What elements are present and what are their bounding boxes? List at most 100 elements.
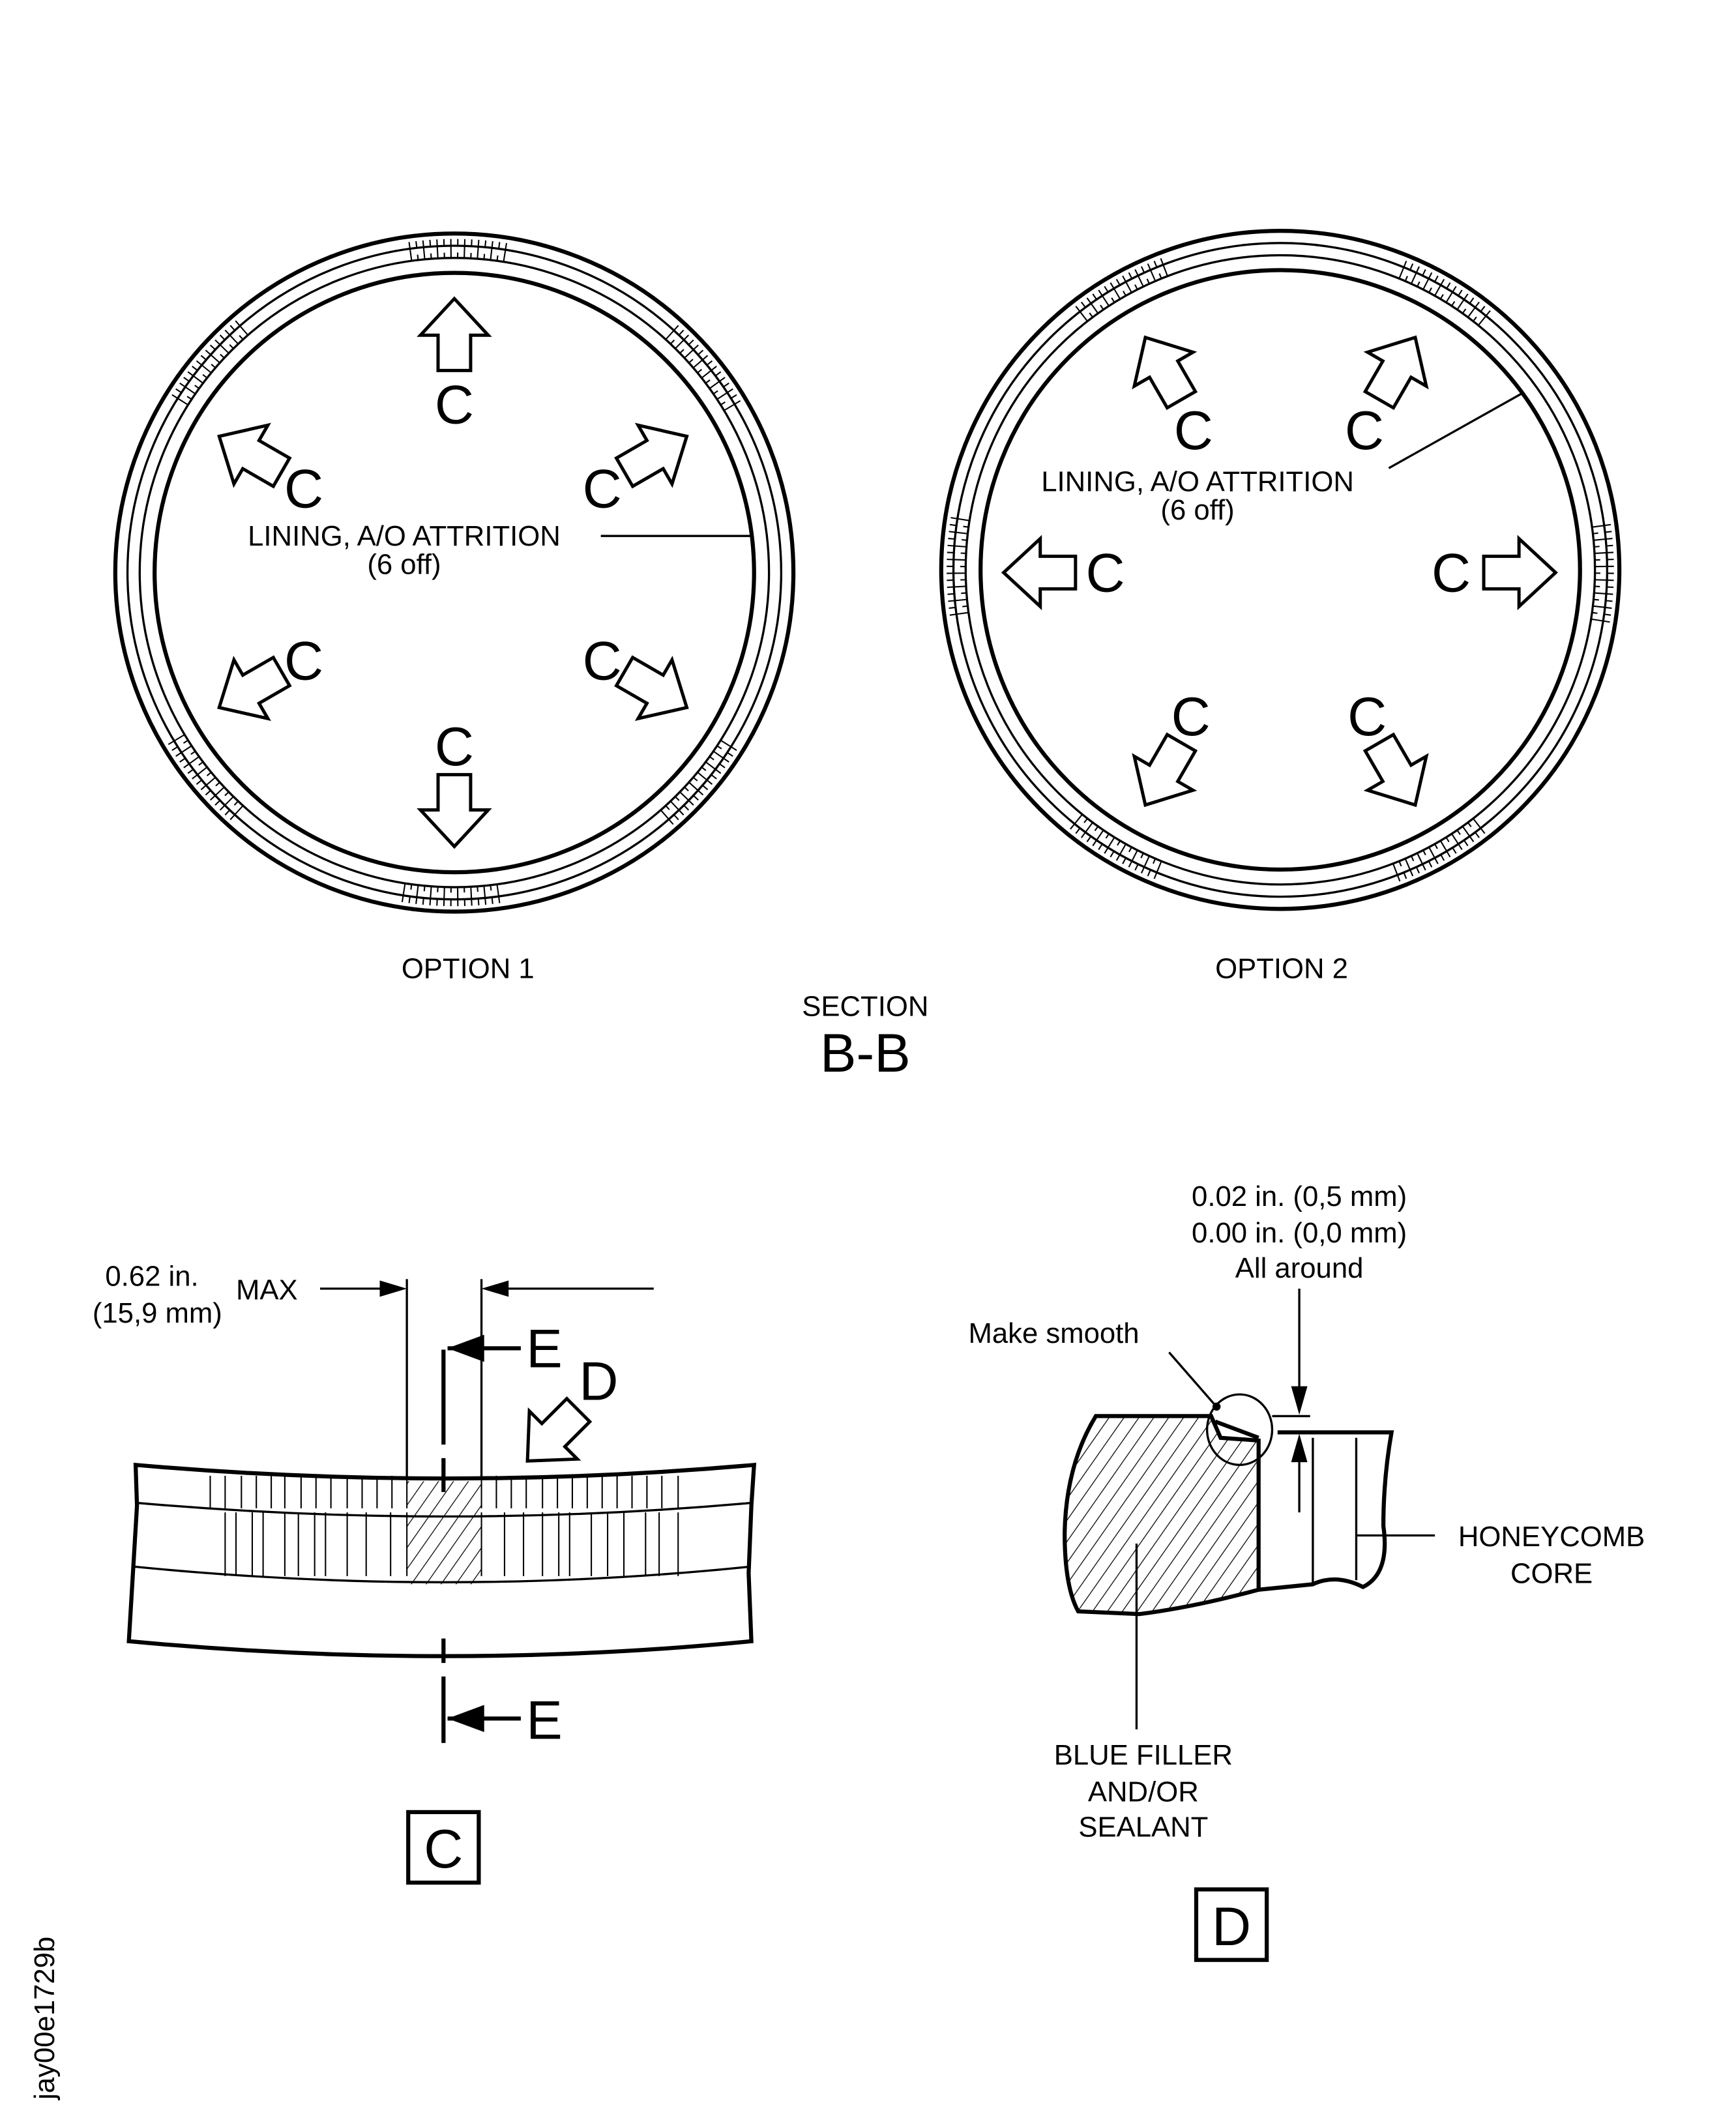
lining-segment-tick bbox=[1593, 605, 1606, 608]
lining-segment-tick bbox=[709, 381, 720, 389]
lining-segment-tick bbox=[1156, 860, 1162, 873]
lining-segment-tick bbox=[175, 752, 182, 757]
view-mark-d: D bbox=[579, 1351, 618, 1411]
arrow-label-c: C bbox=[435, 716, 474, 777]
lining-segment-tick bbox=[697, 368, 703, 374]
lining-segment-tick bbox=[713, 390, 718, 395]
lining-segment-tick bbox=[1128, 860, 1133, 868]
section-arrow-icon bbox=[1004, 538, 1076, 606]
tolerance-line1: 0.02 in. (0,5 mm) bbox=[1192, 1181, 1407, 1212]
lining-segment-tick bbox=[1085, 822, 1094, 833]
lining-segment-tick bbox=[957, 518, 970, 521]
lining-segment-tick bbox=[1475, 832, 1480, 838]
lining-segment-tick bbox=[1603, 620, 1610, 623]
lining-segment-tick bbox=[1140, 266, 1145, 273]
detail-d: Make smooth 0.02 in. (0,5 mm) 0.00 in. (… bbox=[968, 1181, 1645, 1962]
lining-segment-tick bbox=[1122, 857, 1126, 864]
lining-segment-tick bbox=[490, 248, 493, 261]
lining-segment-tick bbox=[1445, 291, 1454, 303]
lining-segment-tick bbox=[678, 329, 684, 336]
lining-segment-tick bbox=[1158, 273, 1162, 279]
lining-segment-tick bbox=[1094, 826, 1099, 832]
section-mark-e-bottom: E bbox=[526, 1690, 563, 1751]
lining-segment-tick bbox=[1463, 293, 1469, 301]
lining-segment-tick bbox=[1134, 284, 1138, 290]
lining-segment-tick bbox=[692, 344, 699, 351]
section-mark-e-top: E bbox=[526, 1319, 563, 1379]
lining-segment-tick bbox=[234, 805, 244, 815]
lining-segment-tick bbox=[224, 796, 234, 806]
lining-segment-tick bbox=[503, 249, 507, 262]
lining-segment-tick bbox=[171, 394, 179, 400]
lining-segment-tick bbox=[192, 774, 198, 780]
lining-segment-tick bbox=[698, 789, 704, 796]
lining-segment-tick bbox=[201, 364, 212, 374]
lining-segment-tick bbox=[673, 325, 679, 331]
lining-segment-tick bbox=[235, 320, 241, 327]
lining-segment-tick bbox=[1122, 275, 1126, 282]
arrow-label-c: C bbox=[1086, 542, 1125, 603]
lining-segment-tick bbox=[675, 339, 684, 349]
lining-segment-tick bbox=[1128, 272, 1133, 279]
lining-segment-tick bbox=[668, 819, 674, 825]
arrow-label-c: C bbox=[435, 375, 474, 435]
lining-segment-tick bbox=[1462, 826, 1471, 837]
lining-segment-tick bbox=[1450, 301, 1456, 306]
lining-segment-tick bbox=[1398, 860, 1402, 867]
lining-segment-tick bbox=[669, 339, 675, 345]
lining-segment-tick bbox=[220, 353, 225, 359]
option1-lining-label: LINING, A/O ATTRITION bbox=[248, 520, 561, 552]
lining-segment-tick bbox=[1409, 263, 1414, 271]
lining-segment-tick bbox=[1153, 872, 1158, 879]
lining-segment-tick bbox=[954, 585, 967, 588]
lining-segment-tick bbox=[1467, 307, 1476, 318]
lining-segment-tick bbox=[1469, 836, 1475, 842]
lining-segment-tick bbox=[188, 755, 200, 765]
lining-segment-tick bbox=[1404, 276, 1408, 282]
lining-segment-tick bbox=[239, 325, 249, 336]
figure-id: jay00e1729b bbox=[29, 1937, 61, 2101]
tolerance-line3: All around bbox=[1235, 1252, 1364, 1284]
lining-segment-tick bbox=[723, 382, 729, 388]
lining-segment-tick bbox=[1434, 284, 1442, 297]
lining-segment-tick bbox=[1140, 866, 1145, 873]
lining-segment-tick bbox=[734, 400, 741, 405]
lining-segment-tick bbox=[1475, 301, 1480, 308]
filler-label-1: BLUE FILLER bbox=[1054, 1739, 1233, 1771]
lining-segment-tick bbox=[1134, 269, 1139, 276]
lining-segment-tick bbox=[1480, 827, 1486, 834]
lining-segment-tick bbox=[714, 769, 722, 774]
option1-lining-count: (6 off) bbox=[367, 548, 441, 580]
lining-segment-tick bbox=[955, 531, 968, 535]
lining-segment-tick bbox=[705, 379, 711, 384]
lining-segment-tick bbox=[1467, 822, 1472, 828]
lining-segment-tick bbox=[186, 396, 192, 400]
option2-leader-line bbox=[1388, 392, 1523, 469]
lining-segment-tick bbox=[678, 809, 684, 815]
lining-segment-tick bbox=[730, 394, 737, 400]
lining-segment-tick bbox=[1428, 847, 1435, 858]
lining-segment-tick bbox=[436, 246, 439, 259]
lining-segment-tick bbox=[183, 377, 190, 382]
lining-segment-tick bbox=[484, 898, 487, 905]
lining-segment-tick bbox=[1595, 579, 1608, 581]
lining-segment-tick bbox=[1417, 853, 1424, 865]
detail-c-title: C bbox=[424, 1819, 463, 1879]
lining-segment-tick bbox=[1128, 847, 1132, 853]
lining-segment-tick bbox=[200, 355, 207, 360]
lining-segment-tick bbox=[1456, 829, 1461, 835]
lining-segment-tick bbox=[1117, 840, 1121, 846]
lining-segment-tick bbox=[471, 239, 473, 246]
lining-segment-tick bbox=[1153, 260, 1158, 268]
lining-segment-tick bbox=[423, 885, 426, 892]
lining-segment-tick bbox=[430, 886, 432, 899]
lining-segment-tick bbox=[233, 800, 239, 806]
lining-segment-tick bbox=[1591, 618, 1604, 622]
lining-segment-tick bbox=[692, 776, 698, 782]
lining-segment-tick bbox=[683, 334, 690, 341]
lining-segment-tick bbox=[720, 401, 726, 406]
lining-segment-tick bbox=[422, 240, 424, 248]
lining-segment-tick bbox=[483, 885, 486, 898]
lining-segment-tick bbox=[1110, 851, 1115, 858]
